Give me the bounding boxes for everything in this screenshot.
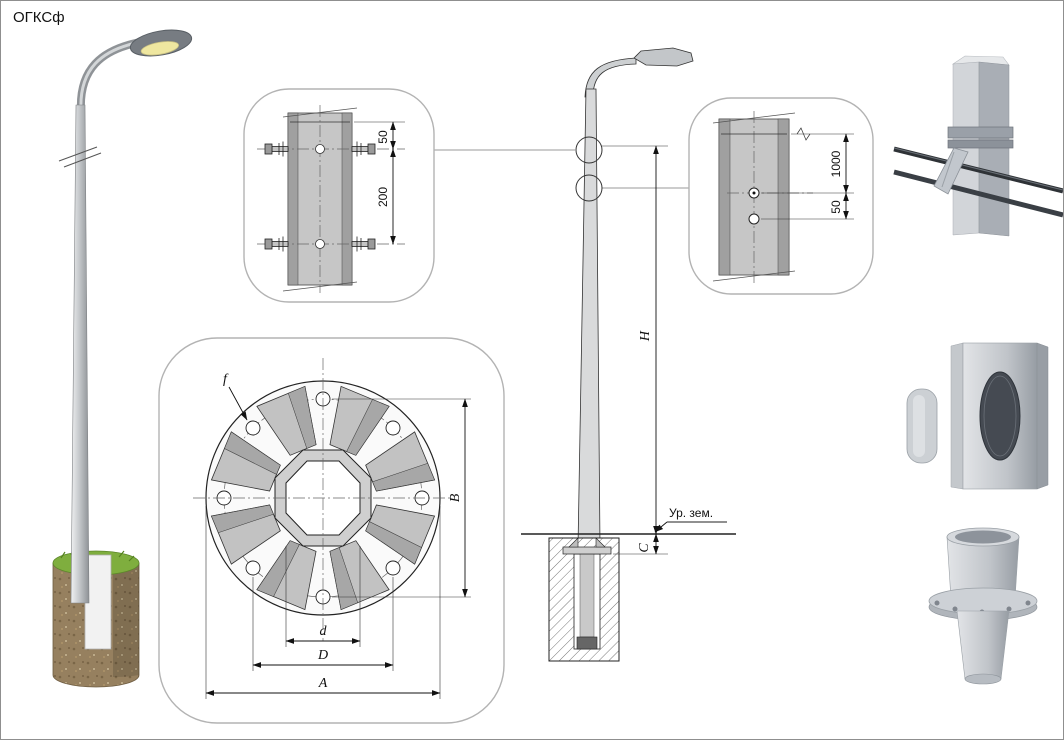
pole-shaft [70,104,90,604]
clamp-band-1 [947,126,1014,139]
hole-center-dot [752,191,756,195]
dim-1000-label: 1000 [829,150,843,177]
pole-break-mark [58,146,102,168]
dim-H-label: H [638,330,653,342]
foundation-anchor-render [928,527,1038,685]
detail-marker-circle-2 [575,174,603,202]
drawing-title: ОГКСф [13,9,65,26]
bolt-hole [315,239,325,249]
bolt-detail-callout: 50 200 [243,88,575,303]
flange-bolt-holes [216,391,430,605]
door-cover-highlight [913,395,925,457]
dim-C-label: C [637,543,652,553]
base-flange [562,546,612,555]
label-f: f [223,372,229,387]
pole-face-right [978,61,1010,237]
foundation-shading [113,563,139,678]
detail-marker-circle-1 [575,136,603,164]
wedge-detail [941,151,955,188]
access-door-render [906,342,1049,490]
pole-shoe [84,554,112,650]
anchor-bottom [964,673,1002,685]
tube-opening [955,530,1011,544]
pole-3d-render [52,29,193,688]
pole-edge-right [777,118,790,276]
dim-200-label: 200 [376,187,390,207]
wedge-clamp [933,147,969,195]
dim-50-label: 50 [376,130,390,144]
pole-edge-left [287,112,299,286]
label-A: A [318,676,328,691]
pole-edge-right [341,112,353,286]
lamp-head [633,47,694,67]
hole-detail-callout: 1000 50 [688,97,874,295]
flange-detail-callout: f B d D A [158,337,505,724]
hole-lower [748,213,760,225]
anchor-lower-body [956,610,1010,680]
label-d: d [320,624,328,639]
clamp-assembly-render [893,55,1063,237]
pole-facet-right [1036,342,1049,490]
ground-label: Ур. зем. [669,506,713,520]
hand-hole-opening [979,371,1021,461]
lamp-head [129,29,193,57]
pole-elevation-view: Ур. зем. H C [521,47,736,662]
ground-leader [654,521,668,533]
flange-gusset [568,537,579,548]
anchor-rod-2 [893,169,1063,218]
bolt-hole [315,144,325,154]
pole-edge-left [718,118,731,276]
anchor-rod-1 [893,146,1063,194]
pole-tenon [579,553,595,638]
pole-facet-left [950,342,964,490]
hand-hole-rim [983,375,1017,457]
flange-bolt-dots [934,600,1031,615]
sleeve-bottom-plug [576,636,598,650]
clamp-band-2 [947,139,1014,149]
leader-f [228,386,248,421]
flange-gusset [595,537,606,548]
break-squiggle [796,127,811,141]
label-B: B [448,493,463,502]
rod-highlight [893,147,1063,191]
pole-shaft [577,88,601,548]
dim-50-label: 50 [829,200,843,214]
label-D: D [317,648,328,663]
